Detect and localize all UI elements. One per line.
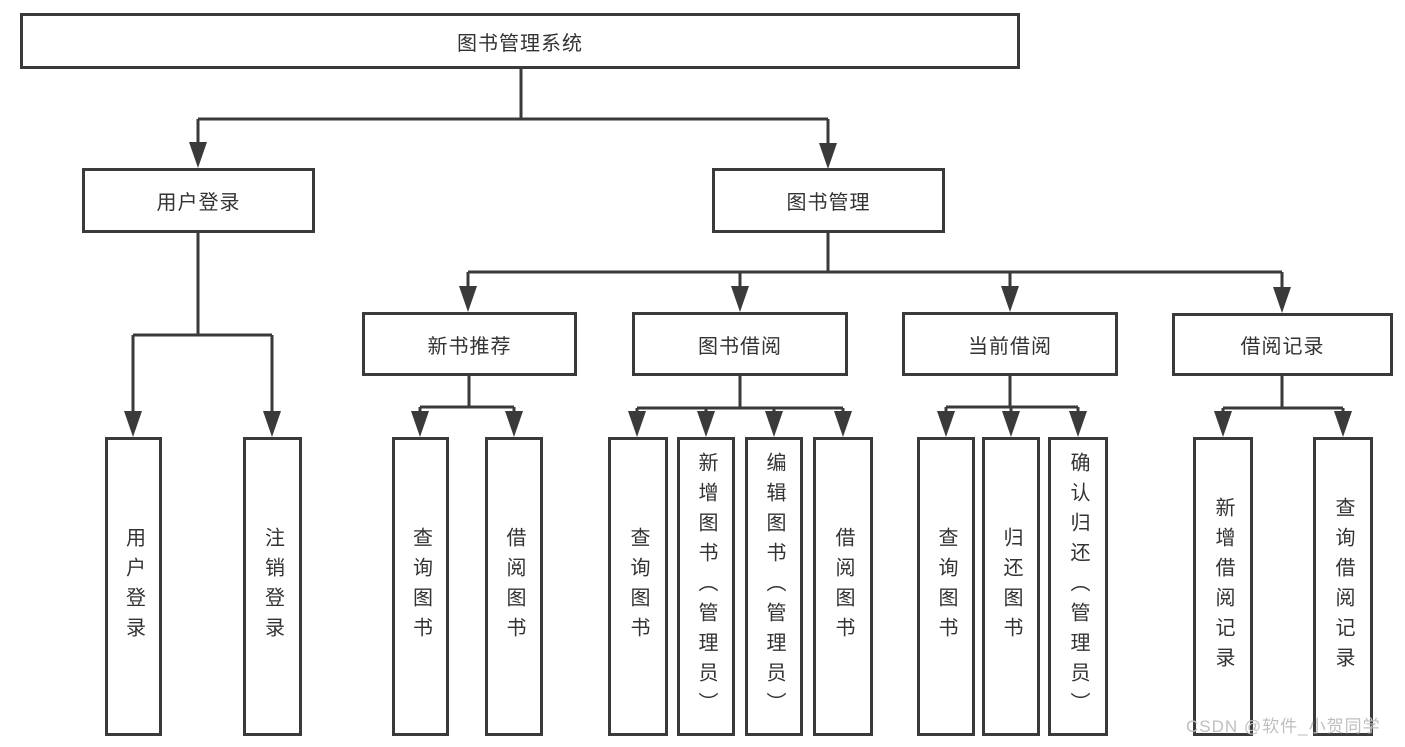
leaf-query-borrow-record-label: 查询借阅记录 — [1332, 496, 1354, 677]
arrow-heads — [124, 142, 1352, 437]
node-new-book-recommend: 新书推荐 — [362, 312, 577, 376]
leaf-logout: 注销登录 — [243, 437, 302, 736]
leaf-edit-books-admin: 编辑图书（管理员） — [745, 437, 803, 736]
node-book-borrowing-label: 图书借阅 — [698, 335, 782, 358]
node-new-book-recommend-label: 新书推荐 — [427, 335, 512, 358]
leaf-borrowing-borrow-books-label: 借阅图书 — [832, 526, 854, 647]
leaf-user-login: 用户登录 — [105, 437, 162, 736]
leaf-recommend-query-books-label: 查询图书 — [409, 526, 432, 647]
leaf-user-login-label: 用户登录 — [122, 526, 145, 647]
leaf-return-books: 归还图书 — [982, 437, 1040, 736]
tree-edges — [131, 69, 1345, 420]
node-book-borrowing: 图书借阅 — [632, 312, 848, 376]
leaf-borrowing-query-books: 查询图书 — [608, 437, 668, 736]
node-root-label: 图书管理系统 — [457, 32, 583, 55]
node-root-system: 图书管理系统 — [20, 13, 1020, 69]
node-user-login-label: 用户登录 — [156, 192, 241, 214]
leaf-recommend-borrow-books: 借阅图书 — [485, 437, 543, 736]
leaf-edit-books-admin-label: 编辑图书（管理员） — [763, 451, 785, 722]
leaf-add-books-admin-label: 新增图书（管理员） — [695, 451, 717, 722]
leaf-recommend-borrow-books-label: 借阅图书 — [503, 526, 525, 647]
csdn-watermark: CSDN @软件_小贺同学 — [1186, 717, 1381, 736]
node-user-login: 用户登录 — [82, 168, 315, 233]
node-borrowing-records: 借阅记录 — [1172, 313, 1393, 376]
leaf-add-borrow-record-label: 新增借阅记录 — [1212, 496, 1234, 677]
leaf-add-borrow-record: 新增借阅记录 — [1193, 437, 1253, 736]
node-borrowing-records-label: 借阅记录 — [1240, 336, 1325, 358]
leaf-current-query-books: 查询图书 — [917, 437, 975, 736]
leaf-logout-label: 注销登录 — [261, 526, 284, 647]
leaf-recommend-query-books: 查询图书 — [392, 437, 449, 736]
node-current-borrowing-label: 当前借阅 — [968, 335, 1052, 358]
leaf-return-books-label: 归还图书 — [1000, 526, 1022, 647]
leaf-borrowing-borrow-books: 借阅图书 — [813, 437, 873, 736]
node-book-management-label: 图书管理 — [786, 192, 871, 214]
leaf-current-query-books-label: 查询图书 — [935, 526, 957, 647]
leaf-query-borrow-record: 查询借阅记录 — [1313, 437, 1373, 736]
node-current-borrowing: 当前借阅 — [902, 312, 1118, 376]
leaf-confirm-return-admin: 确认归还（管理员） — [1048, 437, 1108, 736]
leaf-confirm-return-admin-label: 确认归还（管理员） — [1067, 451, 1089, 722]
node-book-management: 图书管理 — [712, 168, 945, 233]
leaf-add-books-admin: 新增图书（管理员） — [677, 437, 735, 736]
leaf-borrowing-query-books-label: 查询图书 — [627, 526, 649, 647]
